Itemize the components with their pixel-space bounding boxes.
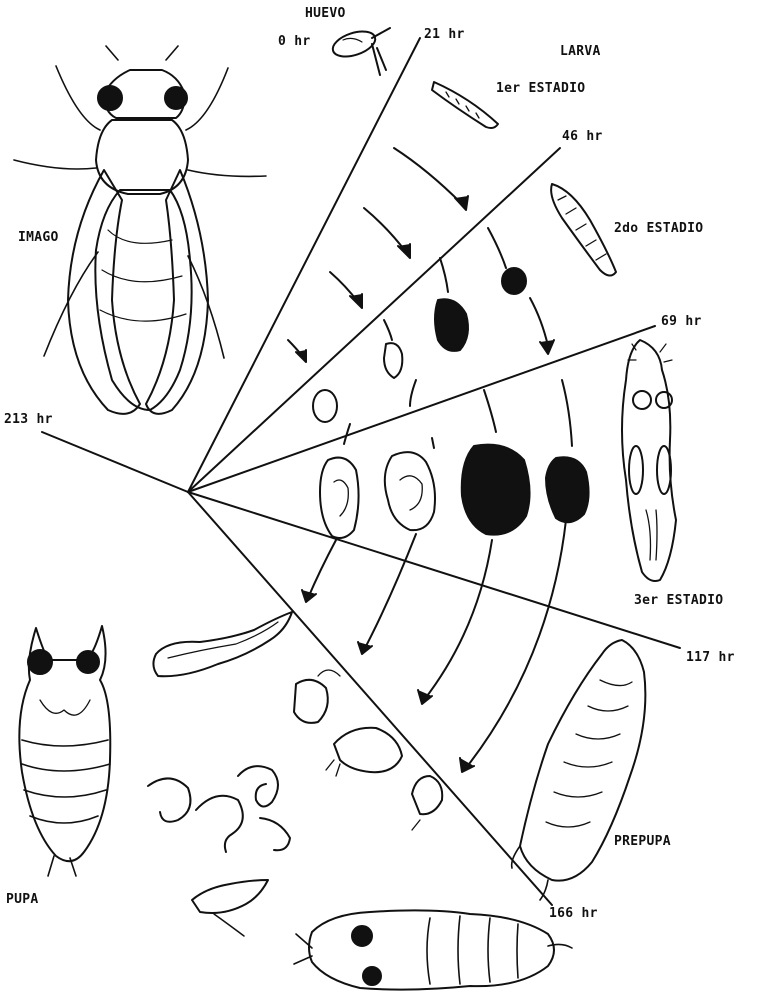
label-166hr: 166 hr (549, 906, 598, 921)
label-prepupa: PREPUPA (614, 834, 671, 849)
label-46hr: 46 hr (562, 129, 603, 144)
spoke-69hr (188, 326, 655, 492)
larva-third-instar (622, 340, 676, 581)
spoke-21hr (188, 38, 420, 492)
label-2do-estadio: 2do ESTADIO (614, 221, 703, 236)
larva-first-instar (432, 82, 498, 128)
everted-discs (148, 612, 442, 936)
label-213hr: 213 hr (4, 412, 53, 427)
label-21hr: 21 hr (424, 27, 465, 42)
label-pupa: PUPA (6, 892, 39, 907)
label-117hr: 117 hr (686, 650, 735, 665)
label-imago: IMAGO (18, 230, 59, 245)
pupa-illustration (19, 626, 110, 876)
label-huevo: HUEVO (305, 6, 346, 21)
egg-illustration (330, 27, 390, 75)
label-69hr: 69 hr (661, 314, 702, 329)
label-1er-estadio: 1er ESTADIO (496, 81, 585, 96)
label-0hr: 0 hr (278, 34, 311, 49)
larva-second-instar (551, 184, 616, 276)
pupa-bottom-illustration (294, 910, 572, 989)
spoke-117hr (188, 492, 680, 648)
spoke-213hr (42, 432, 188, 492)
imaginal-discs-row (320, 445, 589, 538)
small-discs (313, 268, 526, 422)
prepupa-illustration (512, 640, 646, 900)
spoke-166hr (188, 492, 552, 905)
label-larva: LARVA (560, 44, 601, 59)
label-3er-estadio: 3er ESTADIO (634, 593, 723, 608)
spoke-46hr (188, 148, 560, 492)
